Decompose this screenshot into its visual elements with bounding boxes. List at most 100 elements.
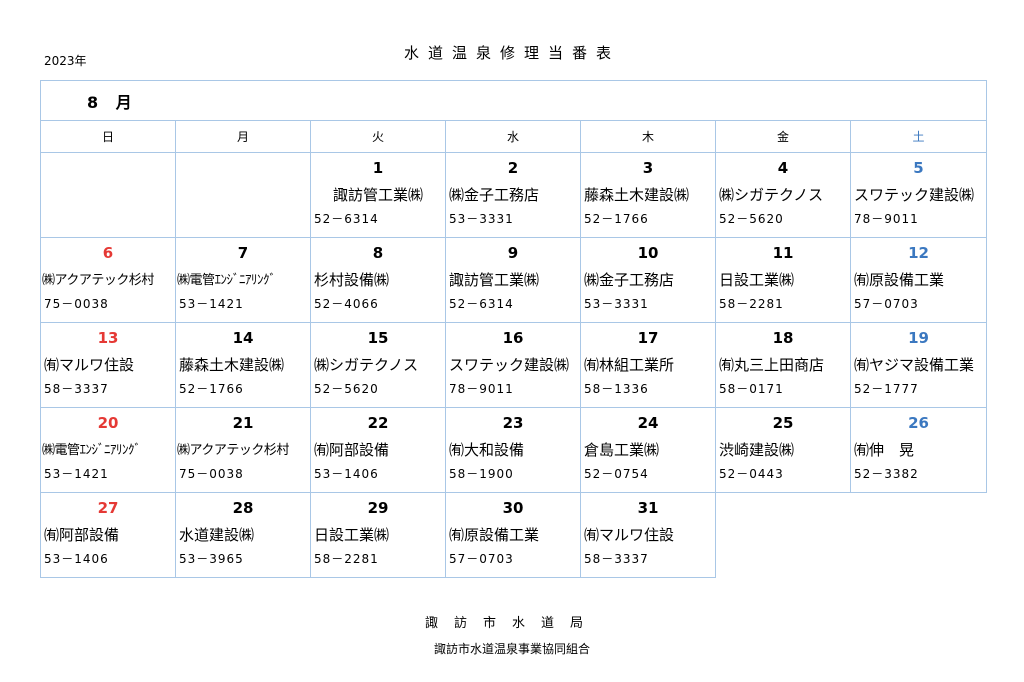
weekday-tue: 火 (310, 120, 446, 153)
phone-number: 52－5620 (314, 382, 379, 396)
weekday-wed: 水 (445, 120, 581, 153)
company-name: 諏訪管工業㈱ (332, 186, 423, 204)
phone-number: 52－6314 (449, 297, 514, 311)
company-name: 日設工業㈱ (719, 271, 795, 289)
day-number: 20 (97, 414, 119, 432)
day-number: 2 (507, 159, 519, 177)
day-number: 5 (913, 159, 924, 177)
phone-number: 53－1421 (44, 467, 109, 481)
company-name: ㈲ヤジマ設備工業 (854, 356, 975, 374)
company-name: 杉村設備㈱ (314, 271, 390, 289)
weekday-thu: 木 (580, 120, 716, 153)
day-number: 4 (777, 159, 789, 177)
company-name: 倉島工業㈱ (584, 441, 660, 459)
year-label: 2023年 (44, 54, 87, 68)
company-name: 諏訪管工業㈱ (449, 271, 540, 289)
phone-number: 75－0038 (179, 467, 244, 481)
day-number: 8 (372, 244, 384, 262)
weekday-header: 日 月 火 水 木 金 土 (40, 120, 988, 153)
day-cell: 24 倉島工業㈱ 52－0754 (580, 407, 716, 493)
phone-number: 52－1766 (584, 212, 649, 226)
day-number: 27 (97, 499, 119, 517)
weekday-sat: 土 (849, 120, 988, 153)
weekday-fri: 金 (715, 120, 851, 153)
day-number: 1 (372, 159, 384, 177)
weekday-sun: 日 (40, 120, 176, 153)
company-name: ㈱金子工務店 (584, 271, 675, 289)
footer-organization: 諏訪市水道局 (424, 616, 599, 631)
phone-number: 52－6314 (314, 212, 379, 226)
day-number: 10 (637, 244, 659, 262)
phone-number: 52－1766 (179, 382, 244, 396)
phone-number: 58－2281 (719, 297, 784, 311)
phone-number: 53－3331 (449, 212, 514, 226)
company-name: 水道建設㈱ (179, 526, 255, 544)
day-number: 23 (502, 414, 524, 432)
day-cell: 28 水道建設㈱ 53－3965 (175, 492, 311, 578)
day-number: 15 (367, 329, 389, 347)
phone-number: 52－4066 (314, 297, 379, 311)
page-title: 水道温泉修理当番表 (403, 44, 620, 62)
day-number: 24 (637, 414, 659, 432)
company-name: ㈲伸 晃 (854, 441, 915, 459)
phone-number: 52－0443 (719, 467, 784, 481)
phone-number: 58－3337 (44, 382, 109, 396)
company-name: ㈲丸三上田商店 (719, 356, 825, 374)
phone-number: 53－3331 (584, 297, 649, 311)
phone-number: 53－1421 (179, 297, 244, 311)
phone-number: 78－9011 (449, 382, 514, 396)
company-name: ㈱シガテクノス (719, 186, 824, 204)
phone-number: 78－9011 (854, 212, 919, 226)
company-name: ㈲原設備工業 (854, 271, 945, 289)
footer-association: 諏訪市水道温泉事業協同組合 (433, 642, 590, 656)
company-name: ㈲原設備工業 (449, 526, 540, 544)
company-name: スワテック建設㈱ (854, 186, 975, 204)
phone-number: 58－1900 (449, 467, 514, 481)
day-cell: 13 ㈲マルワ住設 58－3337 (40, 322, 176, 408)
day-cell: 5 スワテック建設㈱ 78－9011 (849, 152, 988, 238)
day-cell: 15 ㈱シガテクノス 52－5620 (310, 322, 446, 408)
day-number: 9 (507, 244, 519, 262)
company-name: ㈱アクアテック杉村 (42, 273, 154, 288)
phone-number: 53－1406 (44, 552, 109, 566)
day-number: 3 (642, 159, 654, 177)
company-name: 渋崎建設㈱ (719, 441, 795, 459)
day-number: 22 (367, 414, 389, 432)
day-cell: 1 諏訪管工業㈱ 52－6314 (310, 152, 446, 238)
day-number: 31 (637, 499, 659, 517)
company-name: ㈱シガテクノス (314, 356, 419, 374)
company-name: 日設工業㈱ (314, 526, 390, 544)
day-cell: 10 ㈱金子工務店 53－3331 (580, 237, 716, 323)
day-number: 14 (232, 329, 254, 347)
day-number: 29 (367, 499, 389, 517)
phone-number: 52－3382 (854, 467, 919, 481)
phone-number: 58－3337 (584, 552, 649, 566)
empty-day-cell (175, 152, 311, 238)
phone-number: 52－0754 (584, 467, 649, 481)
company-name: ㈲マルワ住設 (44, 356, 135, 374)
phone-number: 53－3965 (179, 552, 244, 566)
phone-number: 52－1777 (854, 382, 919, 396)
company-name: ㈲阿部設備 (44, 526, 120, 544)
day-number: 13 (97, 329, 119, 347)
day-number: 28 (232, 499, 254, 517)
day-number: 30 (502, 499, 524, 517)
day-number: 12 (908, 244, 929, 262)
